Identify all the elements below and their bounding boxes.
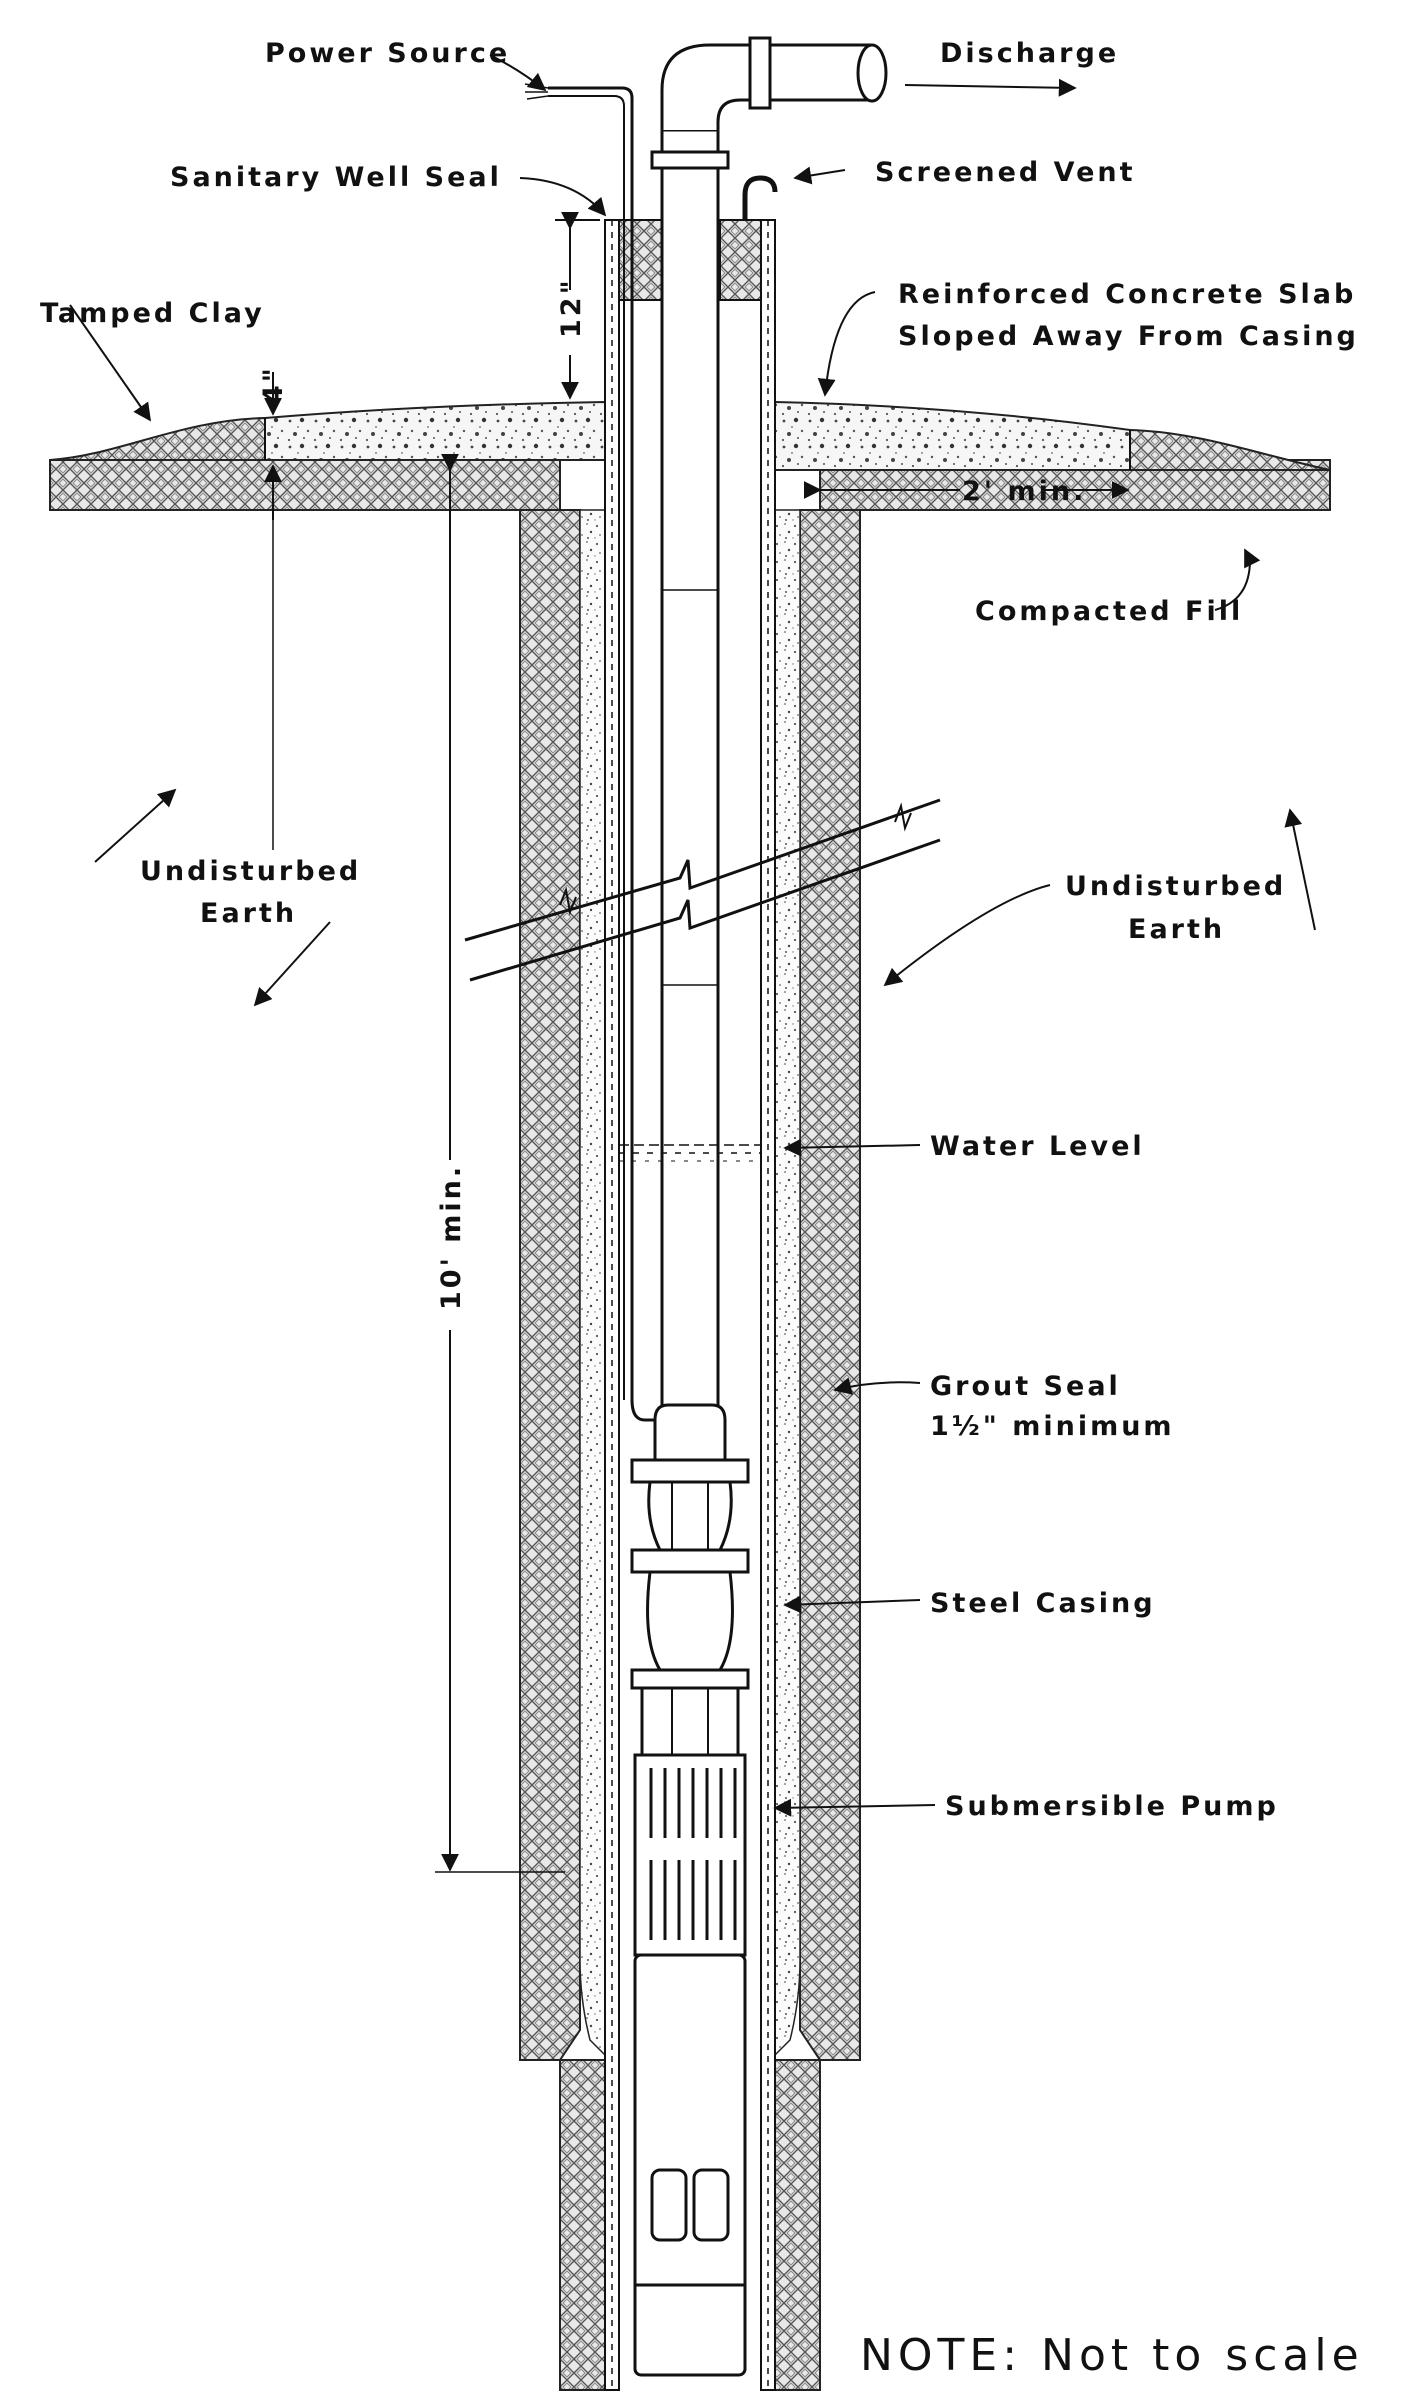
power-cable bbox=[548, 86, 665, 1422]
label-grout-line1: Grout Seal bbox=[930, 1371, 1121, 1402]
label-undisturbed-right-1: Undisturbed bbox=[1065, 871, 1286, 902]
label-compacted-fill: Compacted Fill bbox=[975, 596, 1243, 627]
water-level-lines bbox=[619, 1144, 761, 1162]
label-discharge: Discharge bbox=[940, 38, 1119, 69]
label-sanitary-well-seal: Sanitary Well Seal bbox=[170, 162, 502, 193]
drop-pipe bbox=[660, 128, 720, 1412]
bore-earth-right bbox=[799, 509, 861, 2061]
pump-intake-screen bbox=[633, 1753, 747, 1957]
submersible-pump-assembly bbox=[630, 1403, 750, 2377]
break-line-lower bbox=[469, 838, 941, 982]
label-dim-2ft: 2' min. bbox=[962, 476, 1086, 507]
discharge-coupling bbox=[748, 36, 772, 110]
label-undisturbed-left-1: Undisturbed bbox=[140, 856, 361, 887]
bore-earth-left bbox=[519, 509, 581, 2061]
label-grout-line2: 1½" minimum bbox=[930, 1411, 1175, 1442]
ground-surface-left bbox=[49, 459, 561, 511]
label-note: NOTE: Not to scale bbox=[860, 2330, 1364, 2381]
label-dim-4in: 4" bbox=[258, 365, 289, 404]
label-power-source: Power Source bbox=[265, 38, 510, 69]
lower-earth-right bbox=[774, 2059, 821, 2391]
label-undisturbed-right-2: Earth bbox=[1128, 914, 1225, 945]
dimension-10ft bbox=[435, 453, 565, 1873]
pump-motor bbox=[633, 1953, 747, 2377]
pipe-collar bbox=[650, 150, 730, 170]
sanitary-well-seal-right bbox=[719, 219, 762, 301]
grout-seal-left bbox=[579, 509, 611, 2062]
label-undisturbed-left-2: Earth bbox=[200, 898, 297, 929]
label-slab-line1: Reinforced Concrete Slab bbox=[898, 279, 1356, 310]
break-line-upper bbox=[464, 798, 941, 942]
label-steel-casing: Steel Casing bbox=[930, 1588, 1156, 1619]
label-tamped-clay: Tamped Clay bbox=[40, 298, 265, 329]
screened-vent bbox=[742, 175, 778, 220]
discharge-outlet bbox=[856, 43, 888, 103]
lower-earth-left bbox=[559, 2059, 606, 2391]
label-slab-line2: Sloped Away From Casing bbox=[898, 321, 1359, 352]
tamped-clay-right bbox=[1129, 428, 1331, 471]
concrete-slab-left bbox=[264, 400, 606, 461]
dimension-12in bbox=[555, 211, 600, 400]
label-dim-10ft: 10' min. bbox=[436, 1164, 467, 1310]
concrete-slab-right bbox=[774, 400, 1131, 471]
label-dim-12in: 12" bbox=[556, 277, 587, 338]
tamped-clay-left bbox=[49, 416, 266, 461]
label-water-level: Water Level bbox=[930, 1131, 1145, 1162]
label-submersible-pump: Submersible Pump bbox=[945, 1791, 1279, 1822]
label-screened-vent: Screened Vent bbox=[875, 157, 1136, 188]
leader-arrows bbox=[69, 54, 1316, 1817]
